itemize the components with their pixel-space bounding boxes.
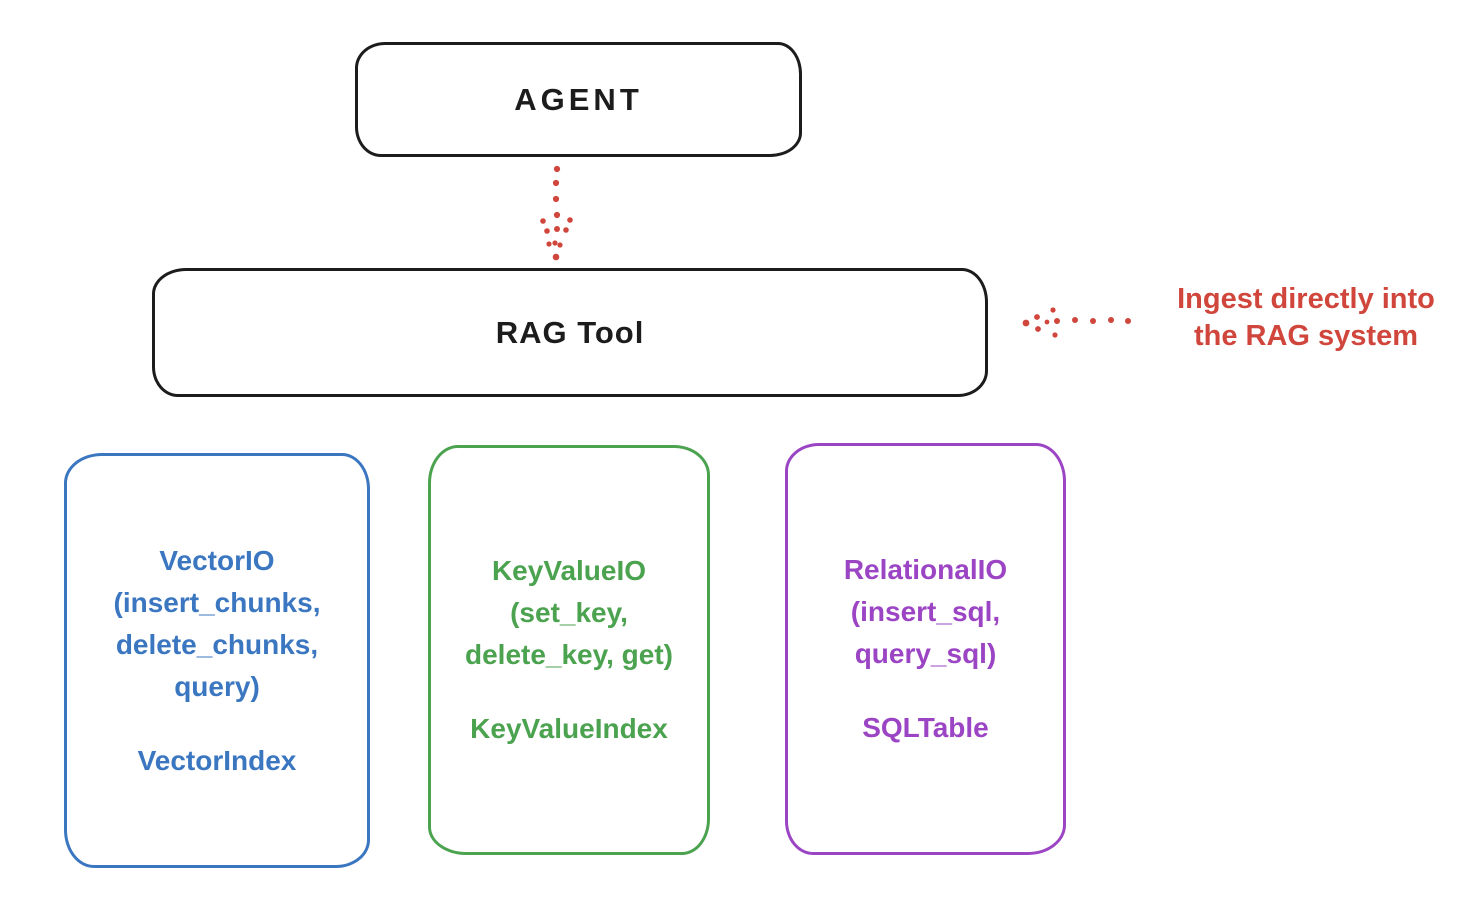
ingest-annotation-line2: the RAG system	[1193, 320, 1418, 352]
ingest-annotation-line1: Ingest directly into	[1177, 283, 1435, 315]
sql-table-label: SQLTable	[862, 712, 989, 743]
vector-io-methods: VectorIO (insert_chunks, delete_chunks, …	[113, 544, 321, 702]
rag-tool-node: RAG Tool	[152, 268, 988, 397]
keyvalue-io-methods: KeyValueIO (set_key, delete_key, get)	[464, 555, 674, 670]
rag-tool-label: RAG Tool	[495, 314, 645, 350]
dotted-arrow-left-icon	[1022, 307, 1131, 338]
vector-index-label: VectorIndex	[137, 744, 297, 776]
agent-node: AGENT	[355, 42, 802, 157]
keyvalue-io-box: KeyValueIO (set_key, delete_key, get) Ke…	[428, 445, 710, 855]
relational-io-box: RelationalIO (insert_sql, query_sql) SQL…	[785, 443, 1066, 855]
agent-label: AGENT	[514, 81, 643, 117]
vector-io-box: VectorIO (insert_chunks, delete_chunks, …	[64, 453, 370, 868]
ingest-annotation: Ingest directly into the RAG system	[1138, 281, 1474, 355]
keyvalue-index-label: KeyValueIndex	[470, 713, 668, 744]
relational-io-methods: RelationalIO (insert_sql, query_sql)	[843, 554, 1008, 669]
dotted-arrow-down-icon	[540, 165, 573, 261]
